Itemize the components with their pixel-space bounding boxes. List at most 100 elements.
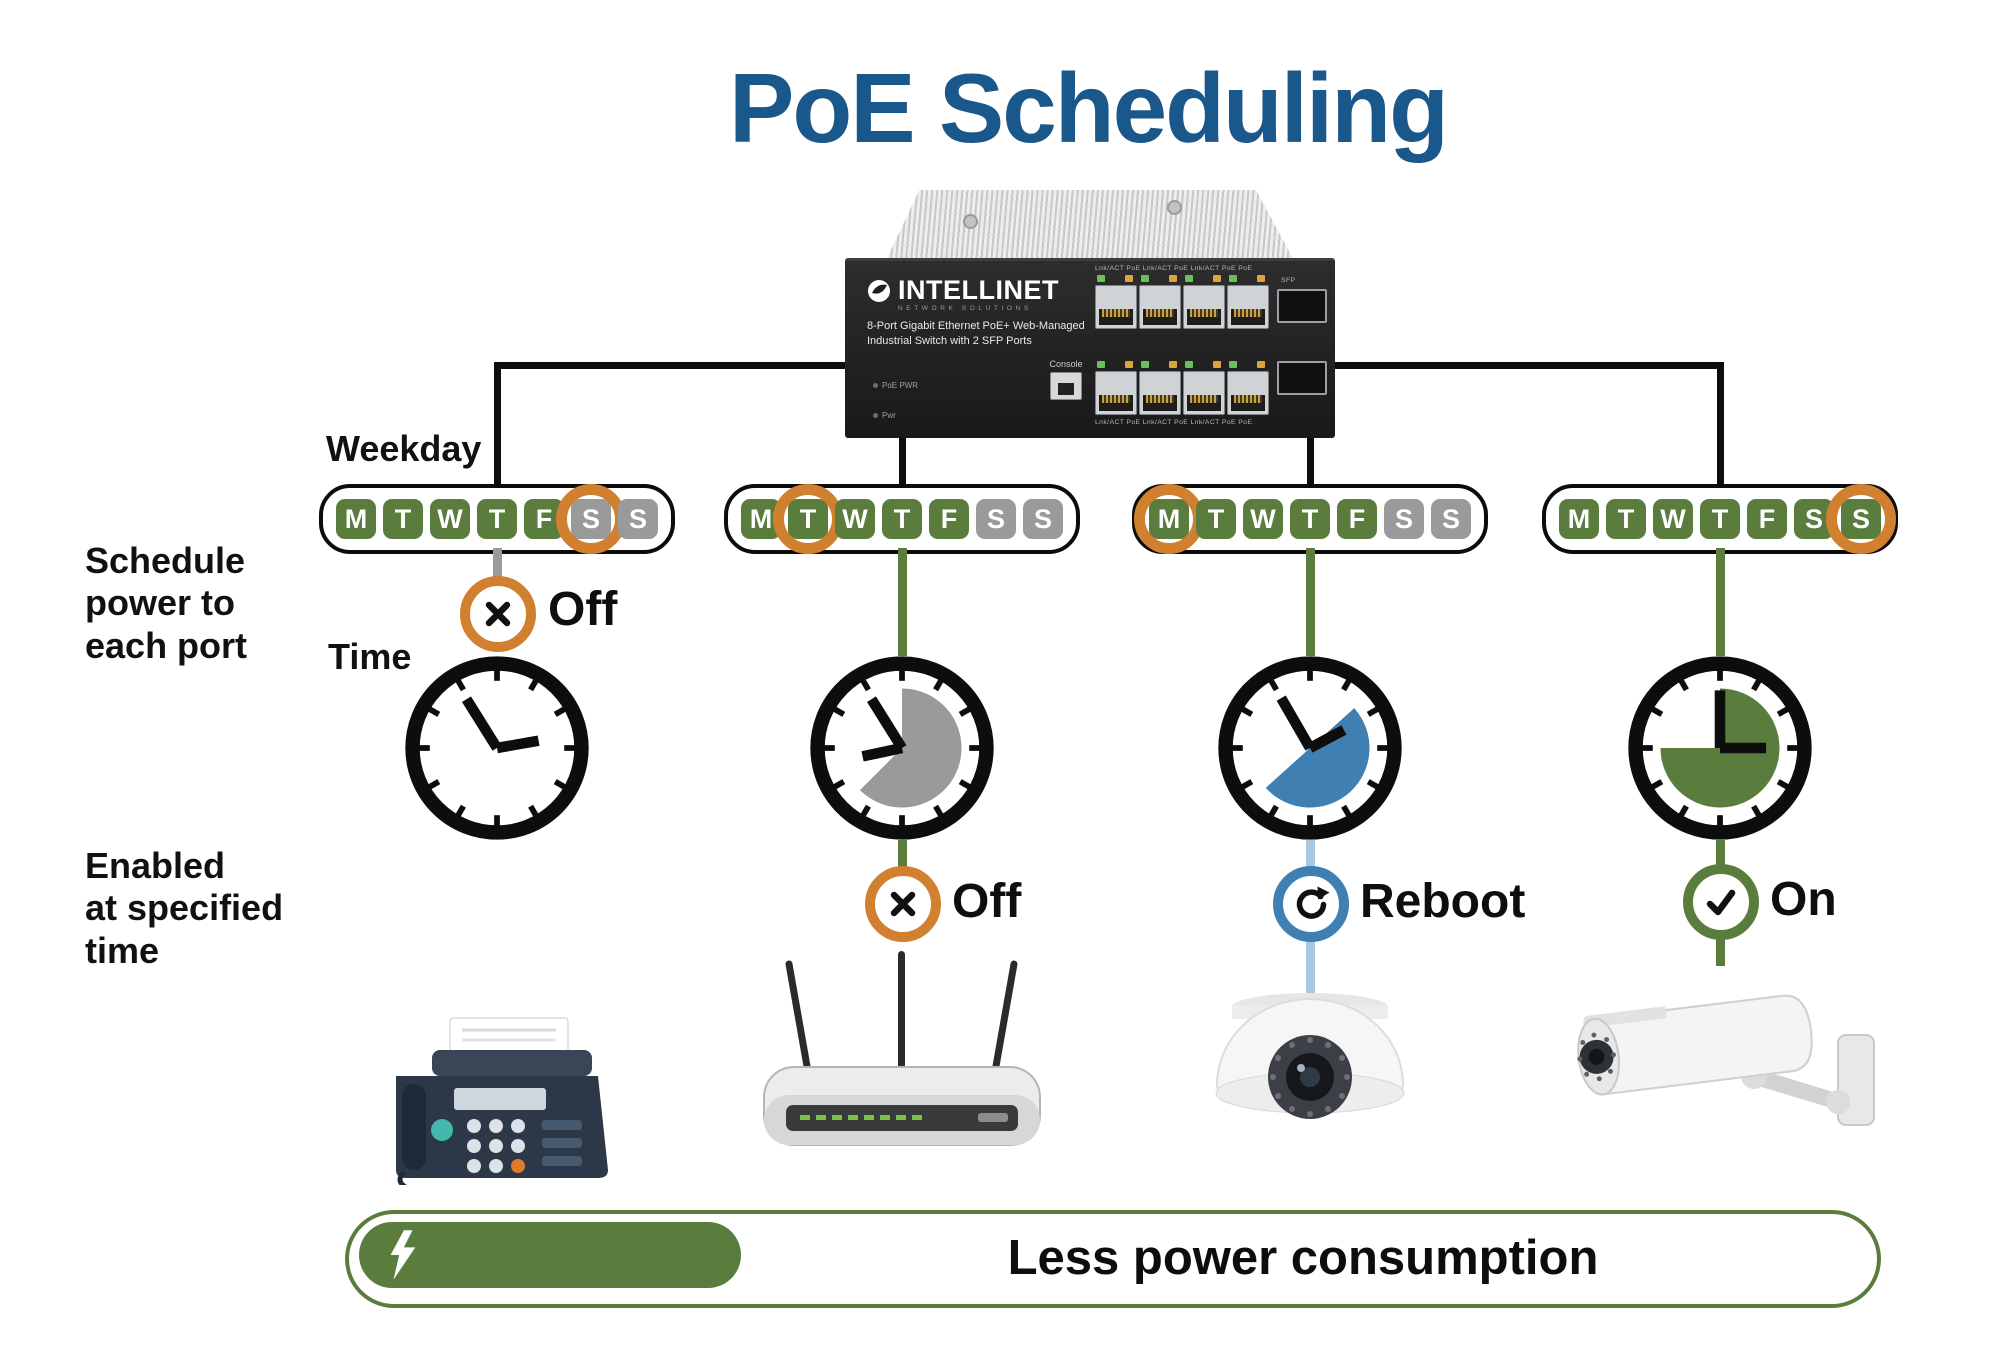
day-chip-T: T <box>773 484 843 554</box>
day-chip-M: M <box>1134 484 1204 554</box>
status-badge-off <box>460 576 536 652</box>
status-label: Reboot <box>1360 875 1526 928</box>
enabled-label: Enabled at specified time <box>85 845 284 971</box>
switch-screw <box>963 214 978 229</box>
line-badge-to-device <box>1306 938 1315 993</box>
wireless-router-image <box>763 951 1041 1146</box>
day-chip-T: T <box>1290 499 1330 539</box>
day-chip-S: S <box>1826 484 1896 554</box>
less-power-bar: Less power consumption <box>345 1210 1881 1308</box>
day-chip-F: F <box>524 499 564 539</box>
clock-time-dial <box>1628 656 1812 840</box>
rj45-port <box>1227 275 1269 329</box>
line-clock-to-badge <box>1716 840 1725 868</box>
day-chip-S: S <box>1023 499 1063 539</box>
switch-front-panel: INTELLINET NETWORK SOLUTIONS 8-Port Giga… <box>845 258 1335 438</box>
cross-icon <box>890 891 916 917</box>
status-badge-reboot <box>1273 866 1349 942</box>
rj45-port <box>1183 275 1225 329</box>
rj45-port <box>1139 361 1181 415</box>
day-chip-T: T <box>383 499 423 539</box>
bullet-camera-image <box>1577 994 1875 1126</box>
day-chip-W: W <box>1653 499 1693 539</box>
switch-port-row-bottom <box>1095 361 1269 415</box>
day-chip-T: T <box>1196 499 1236 539</box>
day-chip-S: S <box>618 499 658 539</box>
day-chip-M: M <box>741 499 781 539</box>
rj45-port <box>1095 361 1137 415</box>
day-chip-T: T <box>477 499 517 539</box>
connector-drop-line <box>494 362 501 486</box>
check-icon <box>1706 889 1736 916</box>
switch-brand: INTELLINET <box>867 275 1059 306</box>
day-chip-W: W <box>430 499 470 539</box>
clock-time-dial <box>810 656 994 840</box>
day-chip-T: T <box>882 499 922 539</box>
switch-top-panel <box>886 190 1294 260</box>
status-label: On <box>1770 873 1837 926</box>
connector-drop-line <box>1717 362 1724 486</box>
switch-pwr-led: Pwr <box>873 411 896 420</box>
day-chip-T: T <box>1700 499 1740 539</box>
rj45-port <box>1095 275 1137 329</box>
status-badge-on <box>1683 864 1759 940</box>
day-chip-F: F <box>1337 499 1377 539</box>
line-strip-to-clock <box>1716 548 1725 656</box>
day-chip-M: M <box>336 499 376 539</box>
switch-description: 8-Port Gigabit Ethernet PoE+ Web-Managed… <box>867 320 1085 348</box>
power-progress-fill <box>359 1222 741 1288</box>
lightning-bolt-icon <box>390 1230 416 1280</box>
day-chip-W: W <box>835 499 875 539</box>
page-title: PoE Scheduling <box>729 53 1449 163</box>
reboot-icon <box>1296 886 1330 919</box>
switch-console-port: Console <box>1043 359 1089 400</box>
rj45-port <box>1227 361 1269 415</box>
network-switch-image: INTELLINET NETWORK SOLUTIONS 8-Port Giga… <box>845 190 1335 438</box>
intellinet-logo-icon <box>868 279 890 302</box>
port-labels-bottom: Lnk/ACT PoE Lnk/ACT PoE Lnk/ACT PoE PoE <box>1095 419 1253 426</box>
status-label: Off <box>548 583 618 636</box>
line-strip-to-badge <box>493 548 502 580</box>
day-chip-F: F <box>929 499 969 539</box>
day-chip-S: S <box>976 499 1016 539</box>
day-chip-T: T <box>1606 499 1646 539</box>
weekday-label: Weekday <box>326 428 482 469</box>
day-chip-W: W <box>1243 499 1283 539</box>
sfp-slot <box>1277 361 1327 395</box>
line-badge-to-device <box>1716 936 1725 966</box>
clock-time-dial <box>1218 656 1402 840</box>
line-strip-to-clock <box>1306 548 1315 656</box>
selected-day-ring <box>1826 484 1896 554</box>
console-jack <box>1050 372 1082 400</box>
cross-icon <box>485 601 511 627</box>
day-chip-F: F <box>1747 499 1787 539</box>
day-chip-M: M <box>1559 499 1599 539</box>
fax-machine-image <box>396 1017 608 1185</box>
rj45-port <box>1139 275 1181 329</box>
day-chip-S: S <box>1431 499 1471 539</box>
dome-camera-image <box>1215 993 1405 1119</box>
line-strip-to-clock <box>898 548 907 656</box>
day-chip-S: S <box>1384 499 1424 539</box>
day-chip-S: S <box>1794 499 1834 539</box>
less-power-label: Less power consumption <box>1007 1231 1599 1285</box>
line-clock-to-badge <box>898 840 907 868</box>
rj45-port <box>1183 361 1225 415</box>
selected-day-ring <box>1134 484 1204 554</box>
sfp-slot <box>1277 289 1327 323</box>
sfp-label: SFP <box>1281 277 1296 284</box>
line-clock-to-badge <box>1306 840 1315 868</box>
time-label: Time <box>328 636 412 677</box>
day-chip-S: S <box>556 484 626 554</box>
status-badge-off <box>865 866 941 942</box>
port-labels-top: Lnk/ACT PoE Lnk/ACT PoE Lnk/ACT PoE PoE <box>1095 265 1253 272</box>
switch-poe-pwr-led: PoE PWR <box>873 381 918 390</box>
switch-brand-name: INTELLINET <box>898 275 1059 305</box>
status-label: Off <box>952 875 1022 928</box>
selected-day-ring <box>773 484 843 554</box>
